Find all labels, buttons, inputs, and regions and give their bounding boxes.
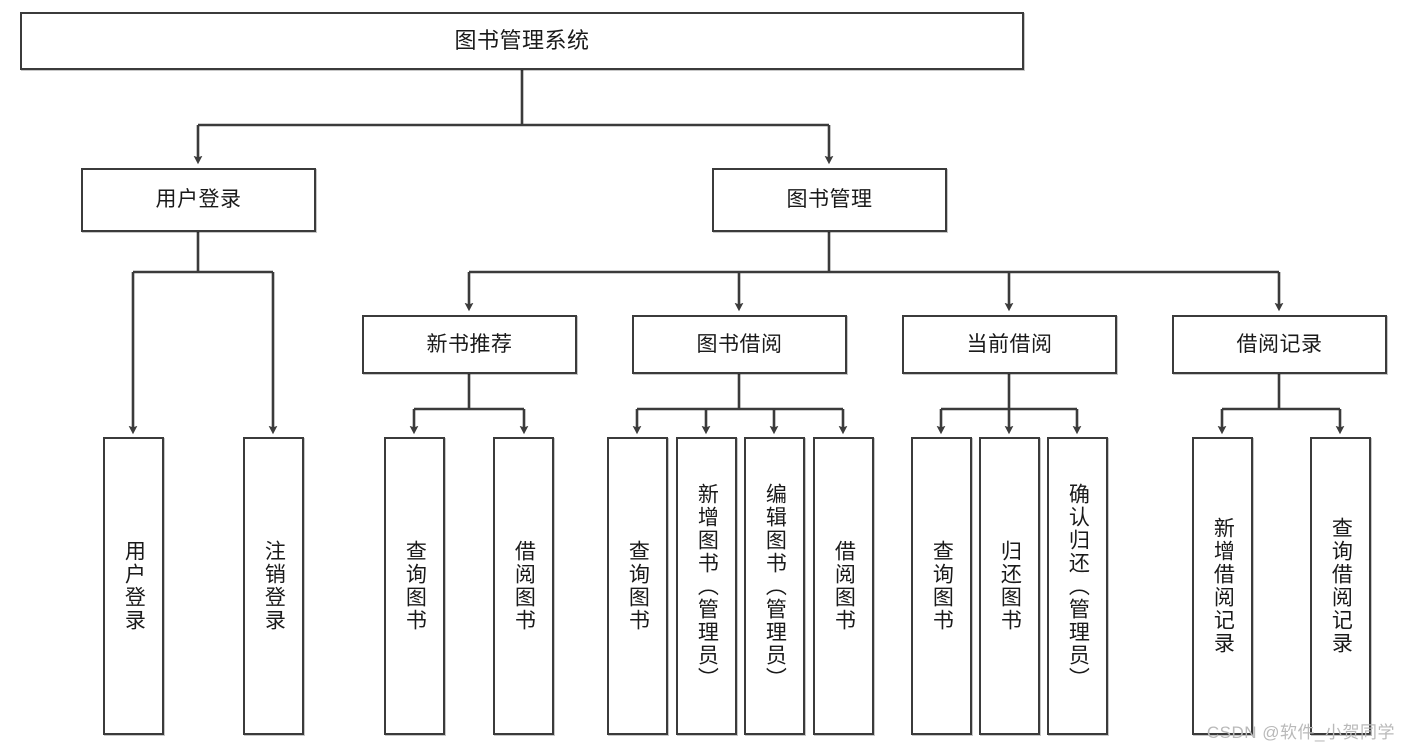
leaf-user-login-signin[interactable]: 用户登录 (103, 437, 164, 735)
node-user-login[interactable]: 用户登录 (81, 168, 316, 232)
leaf-user-login-signout-label: 注销登录 (262, 540, 286, 632)
leaf-current-return-book[interactable]: 归还图书 (979, 437, 1040, 735)
leaf-borrow-query-book[interactable]: 查询图书 (607, 437, 668, 735)
leaf-record-add-label: 新增借阅记录 (1211, 517, 1235, 655)
leaf-borrow-query-book-label: 查询图书 (626, 540, 650, 632)
leaf-user-login-signin-label: 用户登录 (122, 540, 146, 632)
node-borrow-record-label: 借阅记录 (1236, 332, 1323, 356)
leaf-new-book-borrow-label: 借阅图书 (512, 540, 536, 632)
node-borrow-record[interactable]: 借阅记录 (1172, 315, 1387, 374)
leaf-current-return-book-label: 归还图书 (998, 540, 1022, 632)
node-root[interactable]: 图书管理系统 (20, 12, 1024, 70)
leaf-record-query[interactable]: 查询借阅记录 (1310, 437, 1371, 735)
node-book-borrow[interactable]: 图书借阅 (632, 315, 847, 374)
leaf-borrow-borrow-book-label: 借阅图书 (832, 540, 856, 632)
node-new-book-recommend-label: 新书推荐 (426, 332, 513, 356)
leaf-current-confirm-return-label: 确认归还（管理员） (1066, 482, 1090, 690)
leaf-new-book-query[interactable]: 查询图书 (384, 437, 445, 735)
node-book-management[interactable]: 图书管理 (712, 168, 947, 232)
leaf-current-confirm-return[interactable]: 确认归还（管理员） (1047, 437, 1108, 735)
leaf-borrow-edit-book[interactable]: 编辑图书（管理员） (744, 437, 805, 735)
node-new-book-recommend[interactable]: 新书推荐 (362, 315, 577, 374)
leaf-new-book-query-label: 查询图书 (403, 540, 427, 632)
leaf-record-add[interactable]: 新增借阅记录 (1192, 437, 1253, 735)
leaf-borrow-add-book[interactable]: 新增图书（管理员） (676, 437, 737, 735)
leaf-new-book-borrow[interactable]: 借阅图书 (493, 437, 554, 735)
leaf-current-query-book-label: 查询图书 (930, 540, 954, 632)
leaf-borrow-add-book-label: 新增图书（管理员） (695, 482, 719, 690)
watermark-text: CSDN @软件_小贺同学 (1206, 723, 1395, 742)
leaf-borrow-borrow-book[interactable]: 借阅图书 (813, 437, 874, 735)
node-current-borrow-label: 当前借阅 (966, 332, 1053, 356)
node-book-borrow-label: 图书借阅 (696, 332, 783, 356)
node-user-login-label: 用户登录 (155, 188, 242, 212)
node-root-label: 图书管理系统 (454, 27, 590, 53)
node-current-borrow[interactable]: 当前借阅 (902, 315, 1117, 374)
leaf-user-login-signout[interactable]: 注销登录 (243, 437, 304, 735)
leaf-borrow-edit-book-label: 编辑图书（管理员） (763, 482, 787, 690)
node-book-management-label: 图书管理 (786, 188, 873, 212)
leaf-record-query-label: 查询借阅记录 (1329, 517, 1353, 655)
leaf-current-query-book[interactable]: 查询图书 (911, 437, 972, 735)
